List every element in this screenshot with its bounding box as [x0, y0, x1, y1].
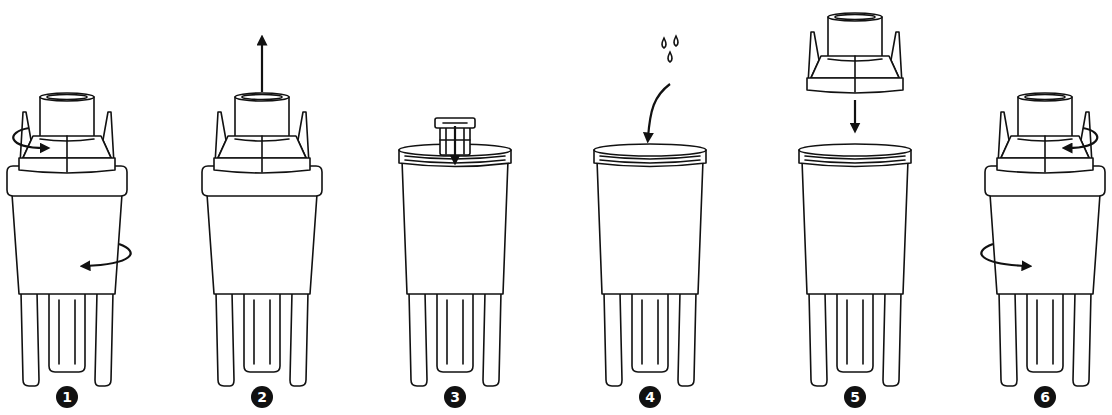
callout-number: 5: [844, 386, 866, 408]
callout-number: 4: [639, 386, 661, 408]
callout-number: 6: [1034, 386, 1056, 408]
callout-number: 3: [444, 386, 466, 408]
callout-number: 1: [56, 386, 78, 408]
callout-number: 2: [251, 386, 273, 408]
